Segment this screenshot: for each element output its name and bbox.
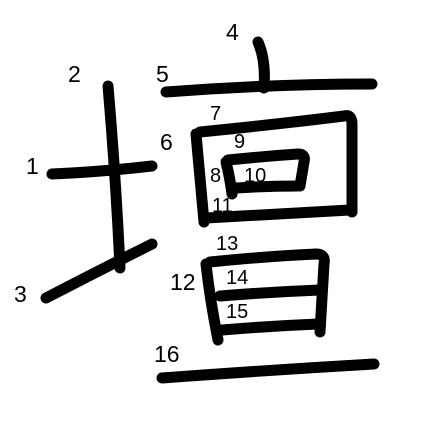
stroke-number-7: 7: [210, 103, 221, 125]
stroke-5: [160, 78, 378, 98]
stroke-number-4: 4: [226, 19, 239, 45]
stroke-number-6: 6: [160, 129, 173, 155]
stroke-3: [40, 238, 158, 304]
stroke-12: [200, 258, 224, 346]
stroke-number-9: 9: [234, 131, 245, 153]
stroke-number-1: 1: [26, 153, 39, 179]
stroke-number-14: 14: [226, 267, 248, 289]
stroke-1: [46, 160, 158, 180]
stroke-number-15: 15: [226, 301, 248, 323]
stroke-number-13: 13: [216, 233, 238, 255]
stroke-number-3: 3: [14, 281, 27, 307]
stroke-6: [190, 128, 210, 228]
stroke-9: [222, 148, 310, 192]
stroke-order-labels: 1 2 3 4 5 6 7 8 9 10 11 12 13 14 15 16: [14, 19, 266, 367]
stroke-10: [230, 180, 304, 194]
stroke-number-11: 11: [212, 195, 233, 217]
kanji-strokes: [40, 36, 380, 384]
stroke-13: [204, 248, 330, 338]
stroke-number-12: 12: [170, 269, 196, 295]
stroke-number-2: 2: [68, 61, 81, 87]
stroke-number-16: 16: [154, 341, 180, 367]
stroke-14: [214, 284, 326, 302]
stroke-15: [216, 318, 324, 336]
stroke-16: [156, 358, 380, 384]
stroke-number-5: 5: [156, 61, 169, 87]
stroke-number-10: 10: [244, 165, 266, 187]
stroke-11: [200, 204, 356, 224]
stroke-number-8: 8: [210, 165, 221, 187]
stroke-7: [194, 110, 358, 218]
stroke-2: [102, 80, 126, 274]
